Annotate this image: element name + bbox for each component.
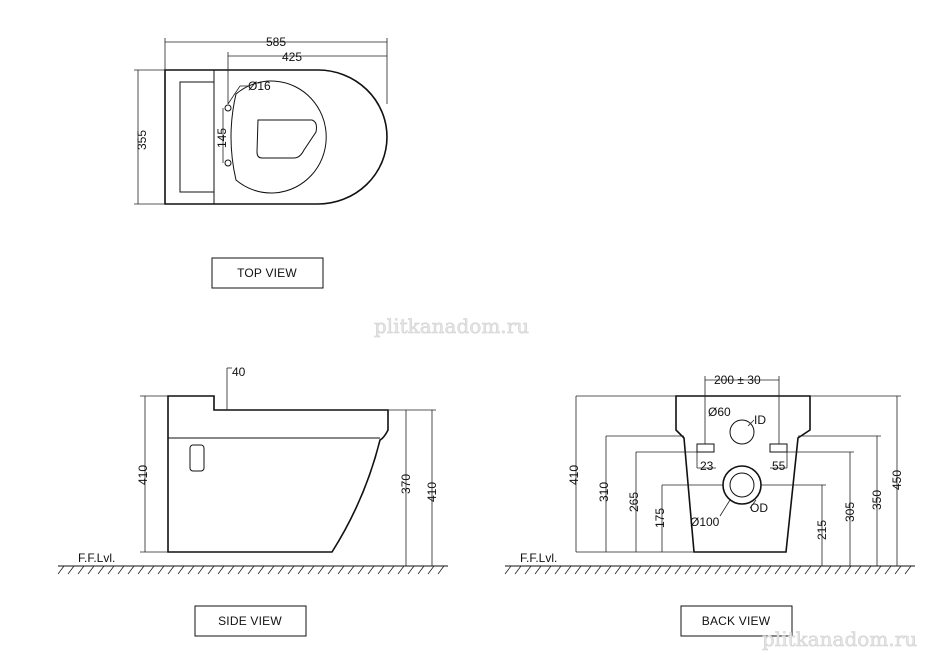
dim-370: 370: [399, 474, 413, 494]
bolt-slot-left: [696, 443, 715, 453]
top-view-bowl-rim: [230, 80, 327, 194]
dim-355: 355: [135, 130, 149, 150]
inlet-id-label: ID: [754, 413, 766, 427]
dim-hole-diameter: Ø16: [248, 79, 271, 93]
back-floor-label: F.F.Lvl.: [520, 551, 557, 565]
bolt-slot-right: [769, 443, 788, 453]
dim-215: 215: [815, 520, 829, 540]
side-view: F.F.Lvl. 40 410 370 410 SIDE VIEW: [57, 365, 448, 637]
dim-410: 410: [567, 465, 581, 485]
outlet-circle-inner: [729, 472, 755, 498]
dim-265: 265: [627, 492, 641, 512]
side-view-body: [167, 395, 389, 553]
dim-bolt-spacing: 200 ± 30: [714, 373, 761, 387]
top-view-outline: [164, 69, 388, 205]
outlet-od-label: OD: [750, 501, 768, 515]
side-view-caption: SIDE VIEW: [218, 614, 282, 628]
dim-inlet-diameter: Ø60: [708, 405, 731, 419]
outlet-circle-outer: [722, 465, 762, 505]
back-view-caption: BACK VIEW: [702, 614, 771, 628]
mounting-hole-bottom: [224, 159, 232, 167]
top-view-caption-box: [211, 257, 324, 289]
side-view-button: [189, 444, 205, 472]
side-view-caption-box: [194, 605, 307, 637]
back-view-caption-box: [680, 605, 793, 637]
dim-23: 23: [700, 459, 714, 473]
dim-350: 350: [870, 490, 884, 510]
dim-310: 310: [597, 482, 611, 502]
mounting-hole-top: [224, 104, 232, 112]
top-view-tank: [179, 81, 215, 193]
watermark-corner-text: plitkanadom.ru: [762, 627, 917, 651]
dim-410-right: 410: [425, 482, 439, 502]
back-view: F.F.Lvl. 200 ± 30 Ø60 ID 23 55 Ø100 OD: [504, 373, 915, 637]
dim-outlet-diameter: Ø100: [690, 515, 720, 529]
top-view-caption: TOP VIEW: [237, 266, 297, 280]
watermark-text: plitkanadom.ru: [374, 314, 529, 338]
top-view: 585 425 355 145 Ø16 TOP VIEW: [134, 35, 388, 289]
dim-55: 55: [772, 459, 786, 473]
back-view-body: [675, 395, 811, 553]
dim-305: 305: [843, 502, 857, 522]
inlet-circle: [729, 419, 755, 445]
dim-425: 425: [282, 50, 302, 64]
dim-145: 145: [215, 128, 229, 148]
dim-175: 175: [653, 508, 667, 528]
dim-410-left: 410: [136, 465, 150, 485]
dim-40: 40: [232, 365, 246, 379]
dim-450: 450: [890, 470, 904, 490]
side-floor-label: F.F.Lvl.: [78, 551, 115, 565]
top-view-drain: [256, 119, 317, 159]
dim-585: 585: [266, 35, 286, 49]
